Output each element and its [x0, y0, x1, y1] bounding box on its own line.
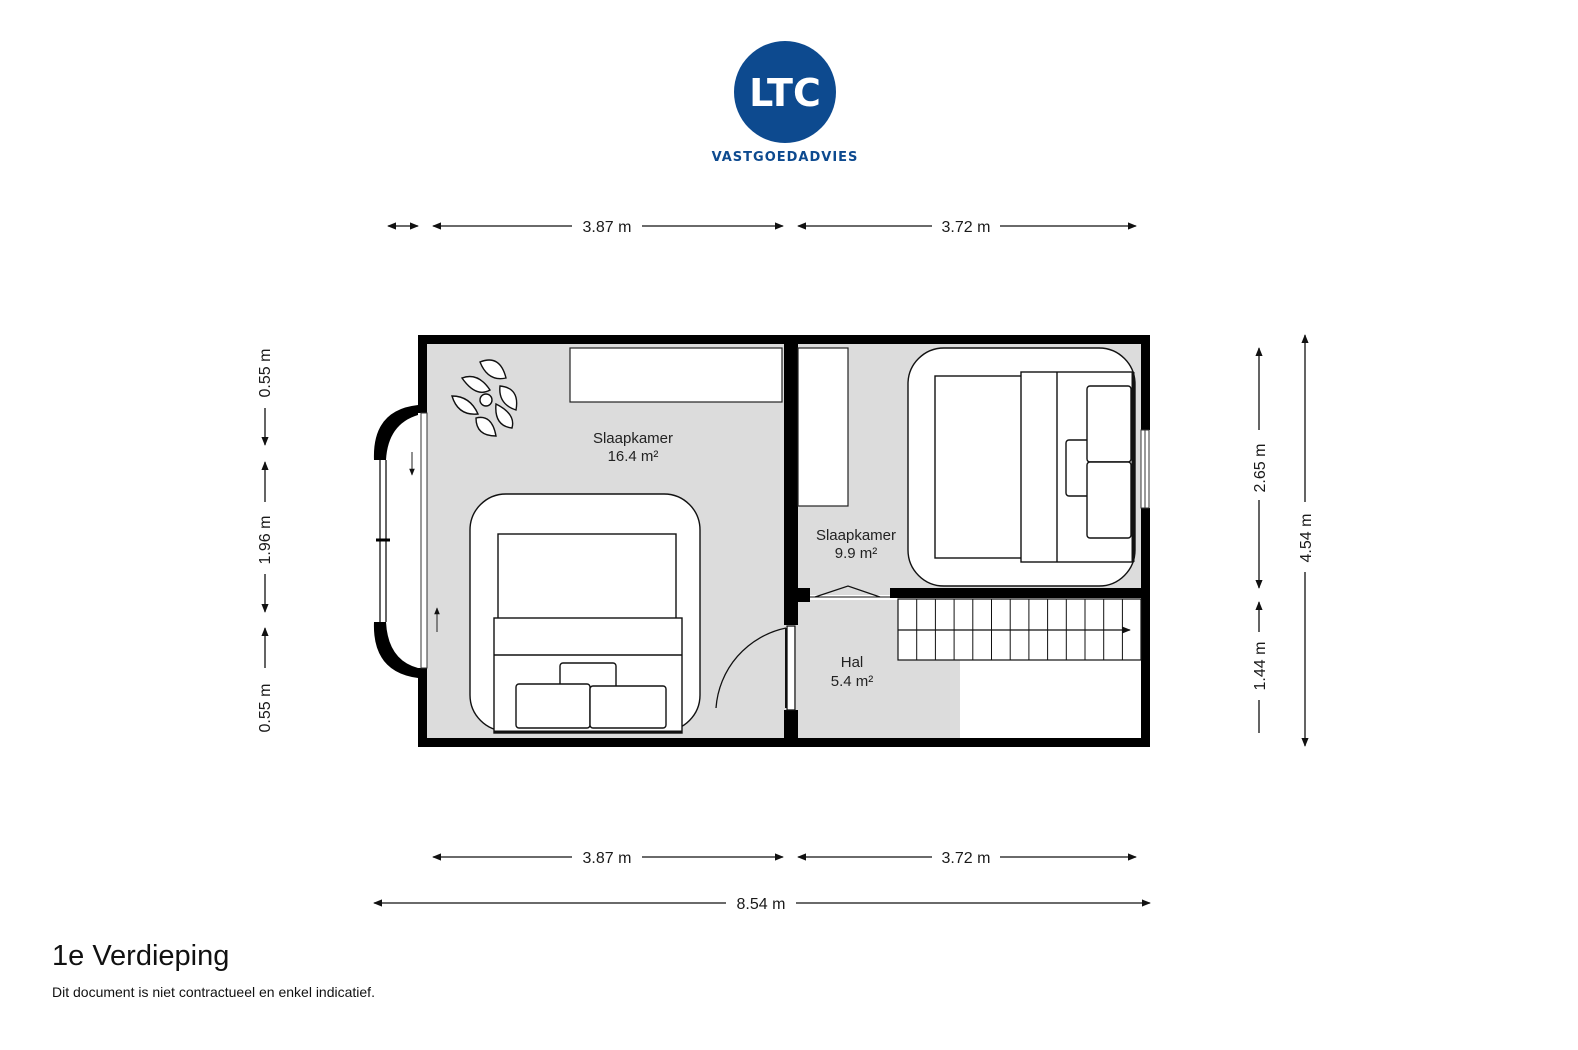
plant-icon	[451, 359, 518, 437]
dim-right-total: 4.54 m	[1298, 514, 1315, 563]
room-label-bedroom-1: Slaapkamer	[593, 430, 673, 447]
dim-left-bottom: 0.55 m	[257, 684, 274, 733]
dim-total-width: 8.54 m	[737, 896, 786, 913]
bay-window	[373, 405, 440, 678]
room-area-bedroom-1: 16.4 m²	[608, 448, 659, 465]
doors	[715, 585, 890, 711]
room-area-bedroom-2: 9.9 m²	[835, 545, 878, 562]
dim-right-top: 2.65 m	[1252, 444, 1269, 493]
right-dimensions	[1255, 334, 1309, 747]
staircase	[897, 598, 1142, 661]
logo-tagline: VASTGOEDADVIES	[712, 150, 859, 165]
dim-top-right: 3.72 m	[942, 219, 991, 236]
dim-bottom-right: 3.72 m	[942, 850, 991, 867]
room-label-hall: Hal	[841, 654, 864, 671]
bed-left	[469, 493, 701, 734]
logo-circle	[734, 41, 836, 143]
dim-bottom-left: 3.87 m	[583, 850, 632, 867]
room-area-hall: 5.4 m²	[831, 673, 874, 690]
wardrobes	[569, 347, 849, 507]
logo-initials: LTC	[749, 71, 821, 115]
dim-left-middle: 1.96 m	[257, 516, 274, 565]
dim-top-left: 3.87 m	[583, 219, 632, 236]
logo: LTC VASTGOEDADVIES	[712, 41, 859, 165]
bed-right	[907, 347, 1136, 587]
bottom-dimensions	[373, 853, 1151, 907]
dim-left-top: 0.55 m	[257, 349, 274, 398]
dim-right-bottom: 1.44 m	[1252, 642, 1269, 691]
room-label-bedroom-2: Slaapkamer	[816, 527, 896, 544]
right-window	[1140, 429, 1150, 509]
floor-title: 1e Verdieping	[52, 940, 230, 972]
walls	[418, 335, 1150, 747]
disclaimer: Dit document is niet contractueel en enk…	[52, 984, 375, 1000]
